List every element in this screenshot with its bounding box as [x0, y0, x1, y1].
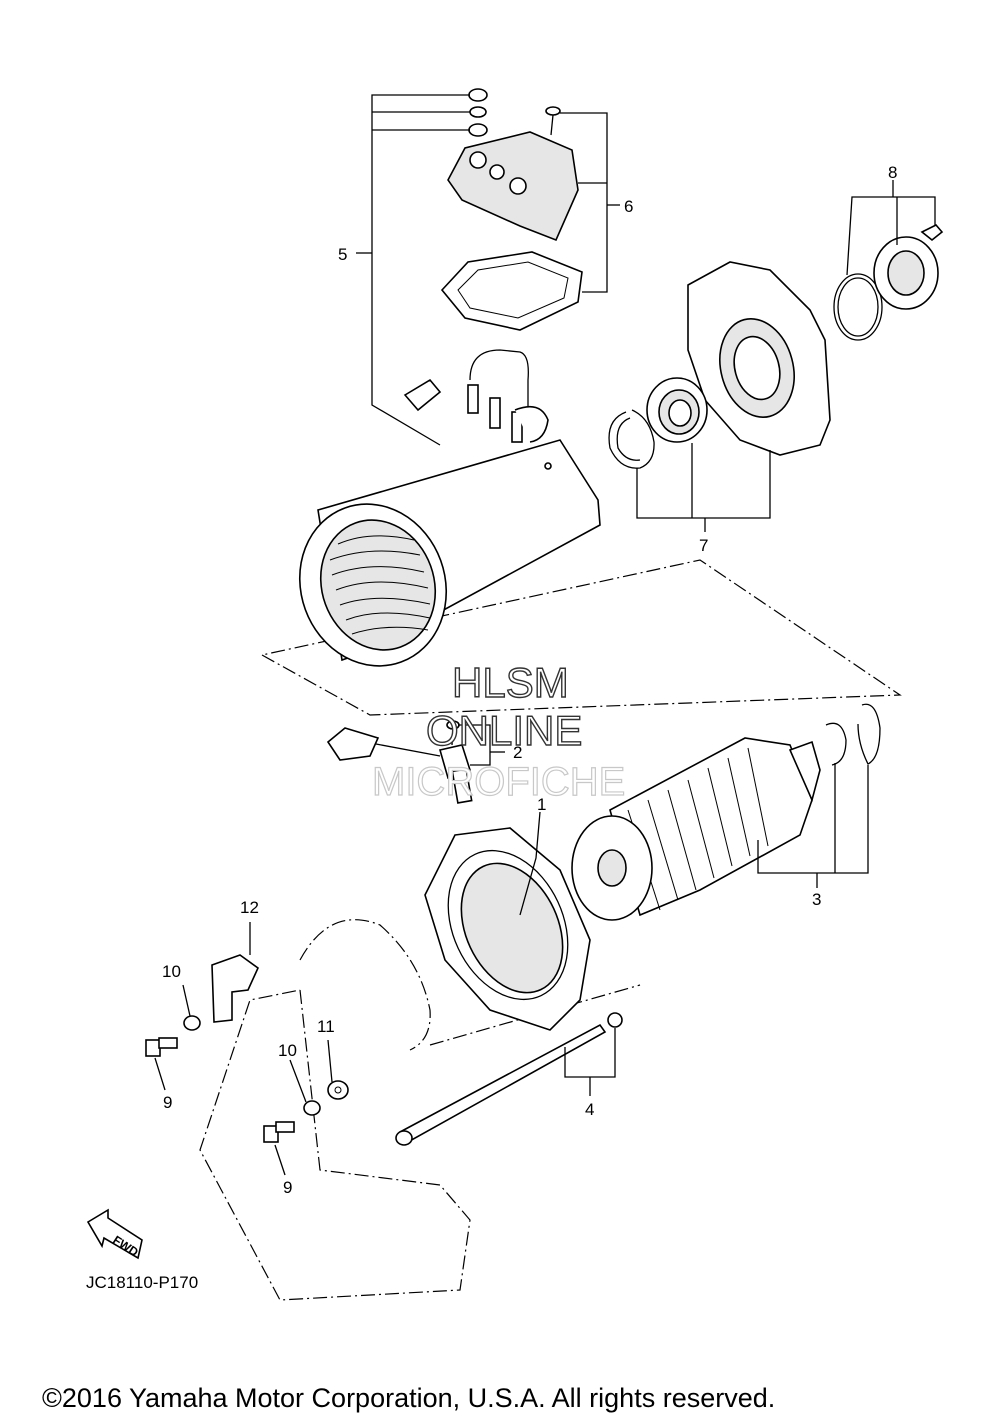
- oil-seal-plate-assembly: [833, 180, 944, 341]
- callout-1: 1: [537, 795, 546, 814]
- armature-assembly: [571, 703, 881, 921]
- callout-9-lower: 9: [283, 1178, 292, 1197]
- callout-3: 3: [812, 890, 821, 909]
- callout-7: 7: [699, 536, 708, 555]
- callout-8: 8: [888, 163, 897, 182]
- fwd-arrow-icon: FWD: [86, 1208, 143, 1260]
- callout-labels: 1 2 3 4 5 6 7 8 9 10 11 12 9 10: [162, 163, 897, 1197]
- rear-cover: [424, 811, 591, 1031]
- callout-2: 2: [513, 743, 522, 762]
- callout-4: 4: [585, 1100, 594, 1119]
- watermark-line1: HLSM: [452, 659, 569, 706]
- through-bolt-assembly: [395, 1012, 623, 1146]
- terminal-cover-assembly: [356, 88, 620, 446]
- callout-10-upper: 10: [162, 962, 181, 981]
- bolts-washers: [145, 984, 349, 1176]
- front-cover-assembly: [608, 261, 831, 532]
- mounting-gasket-bracket: [211, 919, 431, 1051]
- diagram-code: JC18110-P170: [86, 1273, 198, 1292]
- callout-5: 5: [338, 245, 347, 264]
- watermark: HLSM ONLINE MICROFICHE: [371, 658, 626, 804]
- callout-6: 6: [624, 197, 633, 216]
- callout-9-upper: 9: [163, 1093, 172, 1112]
- brush-wire-assembly: [326, 720, 505, 804]
- watermark-line2: ONLINE: [426, 707, 582, 754]
- copyright-notice: ©2016 Yamaha Motor Corporation, U.S.A. A…: [42, 1383, 775, 1413]
- callout-10-lower: 10: [278, 1041, 297, 1060]
- watermark-line3: MICROFICHE: [372, 760, 625, 804]
- callout-11: 11: [317, 1017, 335, 1036]
- yoke-housing: [298, 349, 601, 667]
- callout-12: 12: [240, 898, 259, 917]
